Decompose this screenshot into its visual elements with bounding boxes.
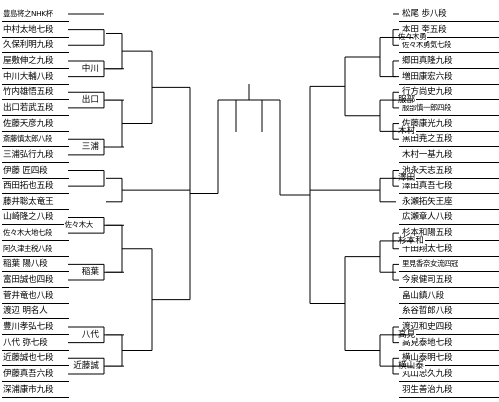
left-round-winner: 佐々木大: [63, 220, 94, 231]
left-player-name: 渡辺 明名人: [2, 304, 69, 320]
left-round-winner: 出口: [80, 95, 100, 106]
right-player-name: 服部慎一郎四段: [399, 101, 499, 116]
right-player-name: 郷田真隆九段: [399, 54, 499, 69]
left-player-name: 伊藤真吾六段: [2, 367, 69, 382]
left-round-winner: 稲葉: [80, 267, 100, 278]
left-player-name: 豊川孝弘七段: [2, 320, 69, 335]
right-player-name: 広瀬章人八段: [399, 210, 499, 226]
left-player-name: 佐々木大地七段: [2, 226, 69, 242]
left-player-name: 西田拓也五段: [2, 179, 69, 195]
left-round-winner: 中川: [80, 63, 100, 74]
right-player-name: 行方尚史九段: [399, 85, 499, 101]
right-player-name: 池永天志五段: [399, 164, 499, 179]
right-player-name: 里見香奈女流四冠: [399, 257, 499, 273]
right-player-name: 丸山忠久九段: [399, 367, 499, 382]
left-player-name: 斎藤慎太郎八段: [2, 132, 69, 148]
left-player-name: 阿久津主税八段: [2, 242, 69, 257]
right-player-name: 佐々木勇気七段: [399, 38, 499, 54]
right-player-name: 渡辺和史四段: [399, 320, 499, 335]
right-player-name: 羽生善治九段: [399, 383, 499, 398]
left-player-name: 菅井竜也八段: [2, 289, 69, 304]
right-player-name: 松尾 歩八段: [399, 7, 499, 22]
left-player-name: 中川大輔八段: [2, 70, 69, 85]
left-player-name: 屋敷伸之九段: [2, 54, 69, 69]
left-player-name: 豊島将之NHK杯: [2, 7, 69, 22]
left-player-name: 伊藤 匠四段: [2, 164, 69, 179]
right-player-name: 永瀬拓矢王座: [399, 195, 499, 210]
left-round-winner: 八代: [80, 329, 100, 340]
right-player-name: 高見泰地七段: [399, 336, 499, 351]
left-player-name: 富田誠也四段: [2, 273, 69, 289]
left-player-name: 近藤誠也七段: [2, 351, 69, 367]
left-player-name: 久保利明九段: [2, 38, 69, 54]
right-player-name: 千田翔太七段: [399, 242, 499, 257]
right-player-name: 杉本和陽五段: [399, 226, 499, 242]
right-player-name: 畠山鎮八段: [399, 289, 499, 304]
left-player-name: 中村太地七段: [2, 23, 69, 38]
left-player-name: 三浦弘行九段: [2, 148, 69, 163]
right-player-name: 横山泰明七段: [399, 351, 499, 367]
left-player-name: 山崎隆之八段: [2, 210, 69, 226]
left-round-winner: 近藤誠: [72, 361, 100, 372]
right-player-name: 今泉健司五段: [399, 273, 499, 289]
left-player-name: 佐藤天彦九段: [2, 117, 69, 132]
right-player-name: 増田康宏六段: [399, 70, 499, 85]
right-player-name: 糸谷哲郎八段: [399, 304, 499, 320]
right-player-name: 佐藤康光九段: [399, 117, 499, 132]
right-player-name: 澤田真吾七段: [399, 179, 499, 195]
left-player-name: 藤井聡太竜王: [2, 195, 69, 210]
left-player-name: 竹内雄悟五段: [2, 85, 69, 101]
left-player-name: 出口若武五段: [2, 101, 69, 116]
left-player-name: 稲葉 陽八段: [2, 257, 69, 273]
right-player-name: 黒田尭之五段: [399, 132, 499, 148]
right-player-name: 本田 奎五段: [399, 23, 499, 38]
left-round-winner: 三浦: [80, 142, 100, 153]
right-player-name: 木村一基九段: [399, 148, 499, 163]
left-player-name: 深浦康市九段: [2, 383, 69, 398]
left-player-name: 八代 弥七段: [2, 336, 69, 351]
